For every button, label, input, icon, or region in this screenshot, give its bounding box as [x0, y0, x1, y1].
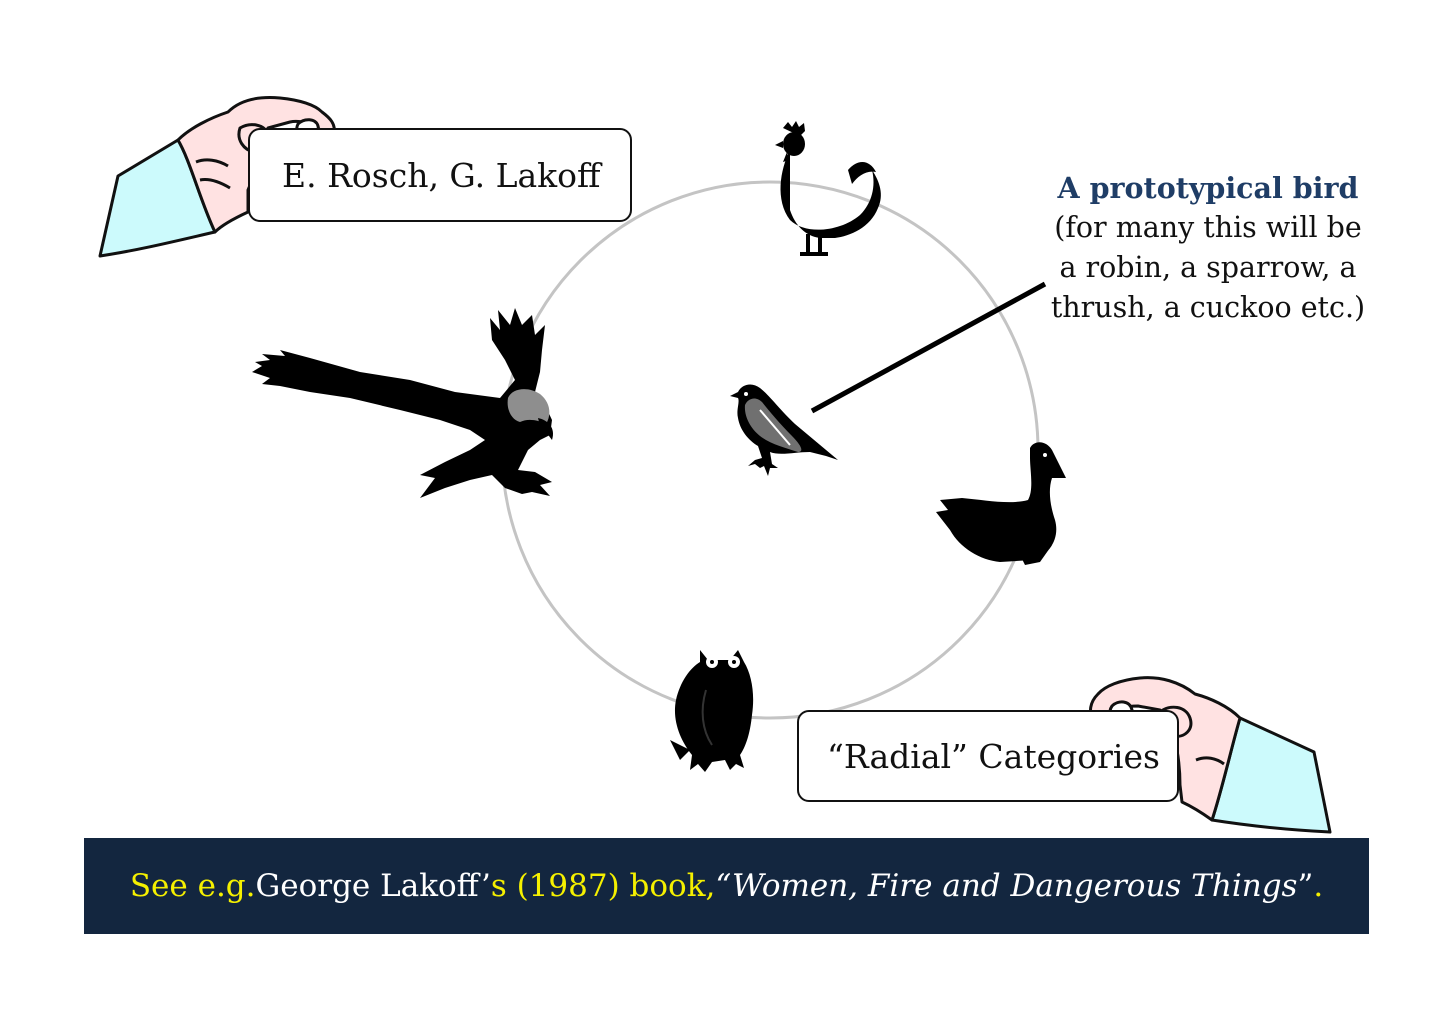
- banner-book-title: “Women, Fire and Dangerous Things: [715, 868, 1298, 904]
- reference-banner: See e.g. George Lakoff’s (1987) book, “W…: [84, 838, 1369, 934]
- rooster-icon: [775, 121, 881, 256]
- radial-categories-label: “Radial” Categories: [827, 736, 1160, 776]
- banner-close-quote: ”: [1297, 868, 1314, 904]
- robin-icon: [730, 384, 838, 476]
- callout-line: thrush, a cuckoo etc.): [1050, 291, 1366, 324]
- prototype-callout: A prototypical bird (for many this will …: [1040, 168, 1376, 328]
- eagle-icon: [252, 308, 554, 498]
- banner-author: George Lakoff’: [255, 868, 491, 904]
- banner-see: See e.g.: [129, 868, 256, 904]
- authors-card: E. Rosch, G. Lakoff: [248, 128, 632, 222]
- callout-line: a robin, a sparrow, a: [1059, 251, 1357, 284]
- callout-line: (for many this will be: [1054, 211, 1362, 244]
- radial-categories-card: “Radial” Categories: [797, 710, 1179, 802]
- duck-icon: [936, 442, 1066, 565]
- pointer-line: [810, 281, 1047, 414]
- banner-period: .: [1313, 868, 1324, 904]
- hand-icon: [1089, 676, 1332, 834]
- banner-year: s (1987) book,: [490, 868, 716, 904]
- owl-icon: [670, 650, 754, 772]
- authors-label: E. Rosch, G. Lakoff: [282, 155, 601, 195]
- callout-title: A prototypical bird: [1057, 171, 1359, 205]
